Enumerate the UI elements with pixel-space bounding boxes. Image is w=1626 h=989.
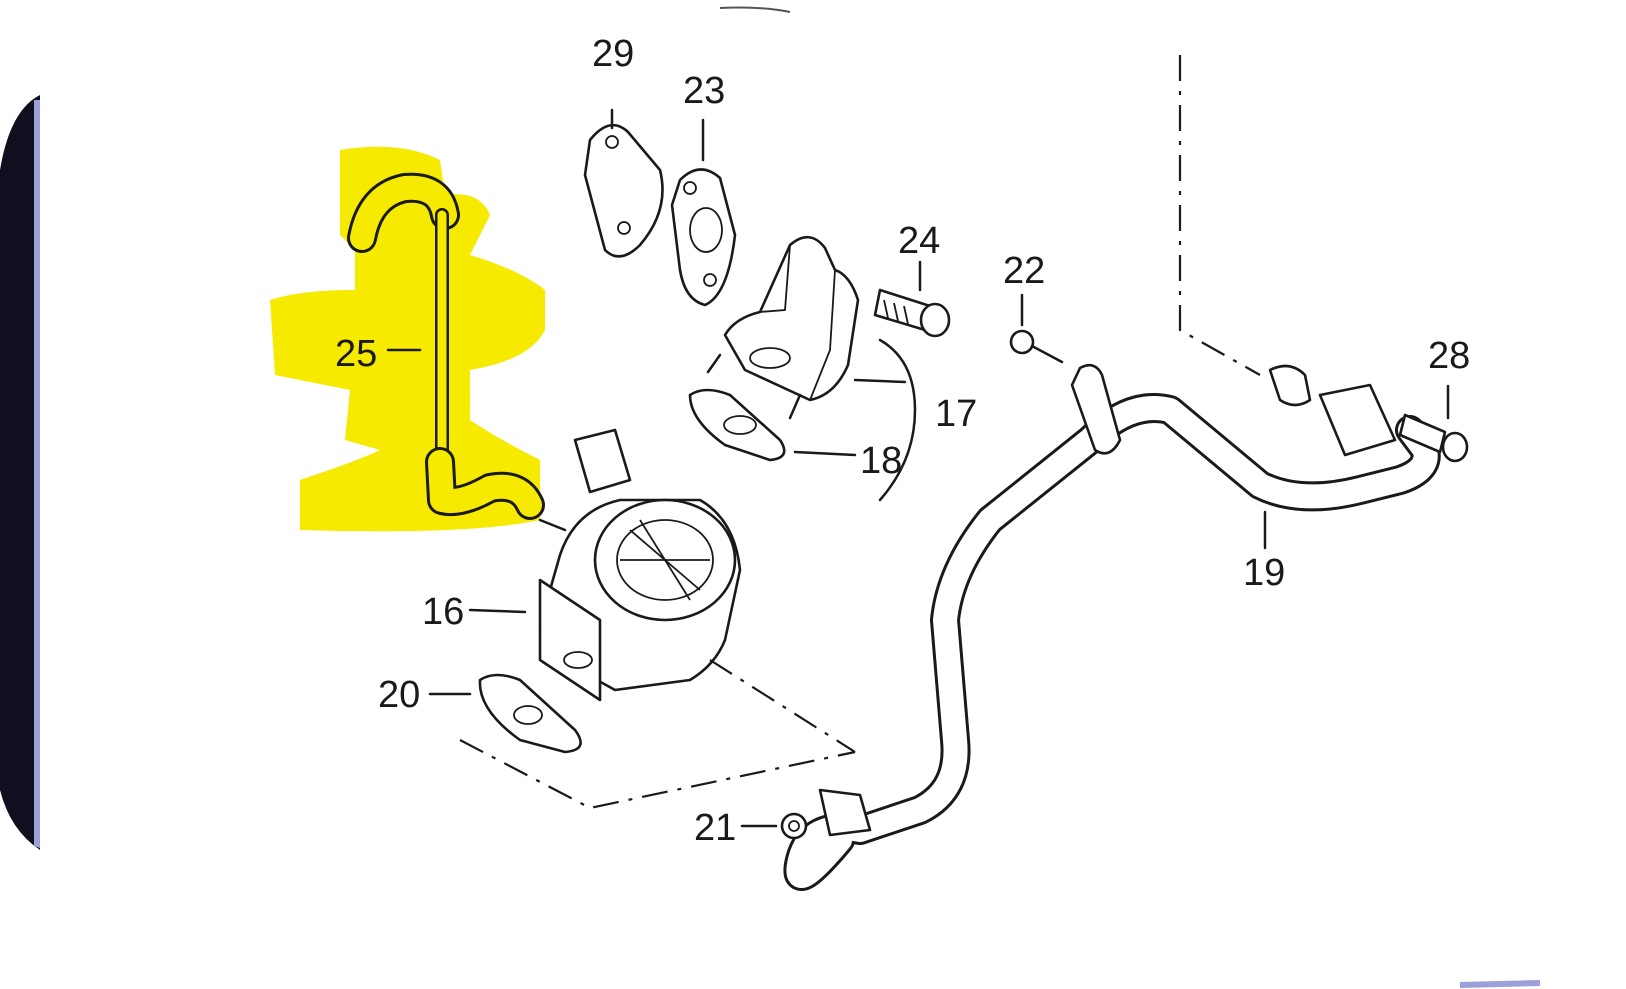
part-16-valve[interactable] [468, 428, 742, 702]
label-23: 23 [683, 70, 725, 112]
dash-guides [459, 55, 1261, 810]
label-22: 22 [1003, 250, 1045, 292]
part-19-pipe[interactable] [783, 363, 1441, 891]
highlight-marker [270, 146, 545, 532]
label-28: 28 [1428, 335, 1470, 377]
frame-top-arc [719, 6, 791, 13]
label-18: 18 [860, 440, 902, 482]
frame-bottom-right-tint [1460, 980, 1540, 988]
part-20-gasket[interactable] [428, 673, 582, 754]
label-29: 29 [592, 33, 634, 75]
frame-left-tint [34, 100, 40, 848]
label-17: 17 [935, 393, 977, 435]
part-17-bracket[interactable] [706, 235, 917, 502]
label-19: 19 [1243, 552, 1285, 594]
part-25-hose[interactable] [347, 172, 545, 520]
part-22-bolt[interactable] [1009, 293, 1064, 364]
part-23-gasket[interactable] [670, 118, 737, 307]
frame-left-edge [0, 95, 40, 850]
part-29-plate[interactable] [583, 108, 664, 258]
part-28-bolt[interactable] [1398, 384, 1469, 463]
part-18-gasket[interactable] [688, 388, 857, 462]
label-20: 20 [378, 674, 420, 716]
part-21-nut[interactable] [740, 812, 808, 840]
label-25: 25 [335, 333, 377, 375]
label-21: 21 [694, 807, 736, 849]
label-16: 16 [422, 591, 464, 633]
label-24: 24 [898, 220, 940, 262]
part-24-bolt[interactable] [873, 260, 951, 338]
page-frame [0, 6, 1540, 988]
